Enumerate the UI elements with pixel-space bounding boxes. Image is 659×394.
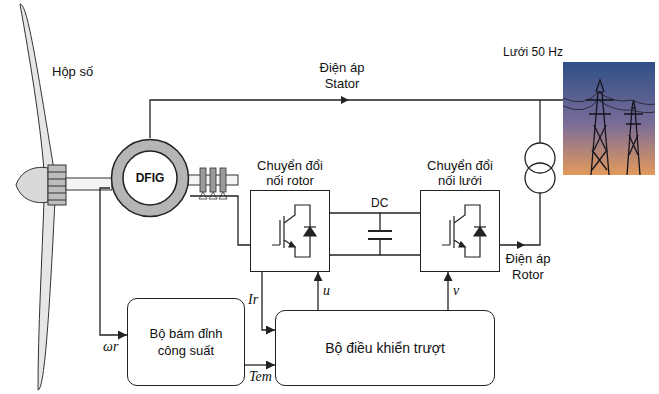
- box-label: Bộ bám đỉnh công suất: [136, 325, 236, 359]
- wire-label: Điện áp Rotor: [500, 251, 556, 283]
- gearbox: [48, 172, 66, 200]
- signal-name: u: [322, 284, 331, 298]
- stator-wire: [150, 100, 563, 138]
- power-grid-picture: [627, 108, 640, 175]
- power-grid-picture: [563, 62, 655, 175]
- power-grid-picture: [563, 62, 655, 175]
- igbt-symbol: [474, 226, 486, 227]
- connector: [100, 188, 127, 335]
- transformer: [525, 163, 555, 193]
- igbt-symbol: [442, 205, 486, 257]
- power-grid-picture: [592, 125, 607, 170]
- stator-wire: [150, 100, 563, 138]
- gearbox: [48, 165, 66, 205]
- dc-link: [379, 213, 380, 255]
- generator-circle: DFIG: [110, 138, 190, 218]
- part-name: Hộp số: [52, 64, 93, 80]
- turbine-blade: [38, 200, 55, 390]
- dc-link: [330, 254, 420, 255]
- transformer: [500, 193, 540, 245]
- power-grid-picture: [586, 80, 614, 114]
- igbt-symbol: [272, 205, 316, 257]
- igbt-symbol: [474, 227, 486, 236]
- igbt-symbol: [442, 205, 480, 257]
- igbt-symbol: [459, 242, 465, 247]
- power-grid-picture: [591, 92, 609, 175]
- igbt-symbol: [289, 242, 295, 247]
- hub: [16, 167, 48, 202]
- transformer: [525, 143, 555, 173]
- connector: [190, 196, 250, 245]
- dc-link: [368, 231, 392, 239]
- wire-arrowhead: [341, 96, 349, 104]
- converter-heading: Chuyển đổi nối lưới: [418, 158, 502, 188]
- connector: [447, 272, 448, 310]
- box-label: Bộ điều khiển trượt: [325, 340, 445, 357]
- slip-ring: [200, 168, 206, 192]
- slip-ring: [220, 168, 226, 192]
- wire-label: Điện áp Stator: [312, 60, 372, 92]
- stator-ring: [112, 140, 189, 217]
- rotor-core: [123, 151, 177, 205]
- signal-name: ωr: [102, 340, 119, 354]
- box-label: DFIG: [136, 171, 165, 185]
- signal-name: Tem: [248, 370, 273, 384]
- bus-label: DC: [370, 196, 389, 210]
- control-block: Bộ bám đỉnh công suất: [127, 298, 245, 386]
- dc-link: [330, 213, 420, 255]
- hub: [16, 167, 48, 202]
- connector: [245, 364, 275, 365]
- transformer: [500, 100, 555, 245]
- power-grid-picture: [586, 80, 643, 175]
- converter-heading: Chuyển đổi nối rotor: [248, 158, 332, 188]
- connector: [330, 212, 420, 213]
- connector: [317, 272, 318, 310]
- slip-ring: [210, 168, 216, 192]
- gearbox: [48, 165, 66, 205]
- power-grid-picture: [563, 100, 655, 113]
- igbt-symbol: [304, 226, 316, 227]
- signal-name: v: [452, 284, 460, 298]
- wire-arrowhead: [341, 96, 525, 249]
- converter-box: Chuyển đổi nối lưới: [420, 190, 500, 272]
- transformer: [539, 100, 540, 143]
- control-block: Bộ điều khiển trượt: [275, 310, 495, 386]
- signal-name: Ir: [247, 293, 259, 307]
- grid-label: Lưới 50 Hz: [503, 44, 563, 60]
- slip-ring: [200, 168, 226, 192]
- turbine-blade: [20, 4, 54, 170]
- igbt-symbol: [272, 205, 310, 257]
- power-grid-picture: [624, 100, 643, 124]
- igbt-symbol: [304, 227, 316, 236]
- power-grid-picture: [563, 92, 655, 105]
- converter-box: Chuyển đổi nối rotor: [250, 190, 330, 272]
- power-grid-picture: [629, 135, 638, 155]
- connector: [262, 272, 275, 330]
